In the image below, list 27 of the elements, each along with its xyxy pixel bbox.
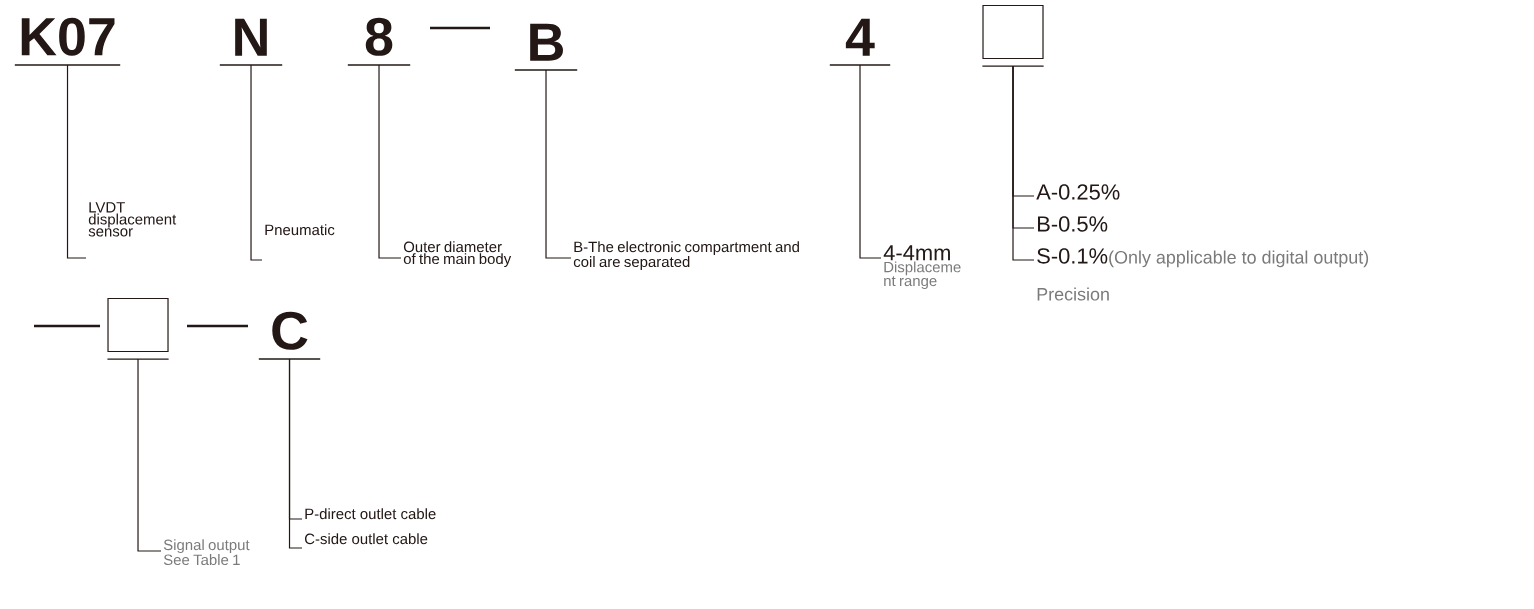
description-text: P-direct outlet cable <box>305 508 436 520</box>
leader-line <box>137 358 162 552</box>
code-box <box>106 297 170 360</box>
code-character: 4 <box>829 18 891 66</box>
leader-line <box>378 64 402 259</box>
code-character: 8 <box>347 17 411 66</box>
leader-line <box>545 69 572 259</box>
description-text: Outer diameter of the main body <box>403 241 512 268</box>
leader-line <box>1012 65 1035 261</box>
caption-text: Precision <box>1037 287 1109 301</box>
leader-line <box>288 358 303 549</box>
code-character: B <box>514 23 578 71</box>
code-box <box>981 4 1045 67</box>
description-text: Signal output See Table 1 <box>163 539 250 566</box>
description-text: A-0.25% <box>1036 184 1120 200</box>
code-character: C <box>258 311 321 360</box>
description-text: B-0.5% <box>1038 216 1108 232</box>
description-text: C-side outlet cable <box>305 533 428 545</box>
description-text: LVDT displacement sensor <box>88 202 177 237</box>
leader-line <box>859 64 882 259</box>
description-text: 4-4mm Displaceme nt range <box>883 245 961 290</box>
description-text: Pneumatic <box>265 224 335 236</box>
code-character: N <box>219 18 283 66</box>
description-text: B-The electronic compartment and coil are separated <box>573 241 799 271</box>
leader-line <box>250 64 263 261</box>
leader-line <box>66 64 87 259</box>
code-character: K07 <box>14 17 121 66</box>
